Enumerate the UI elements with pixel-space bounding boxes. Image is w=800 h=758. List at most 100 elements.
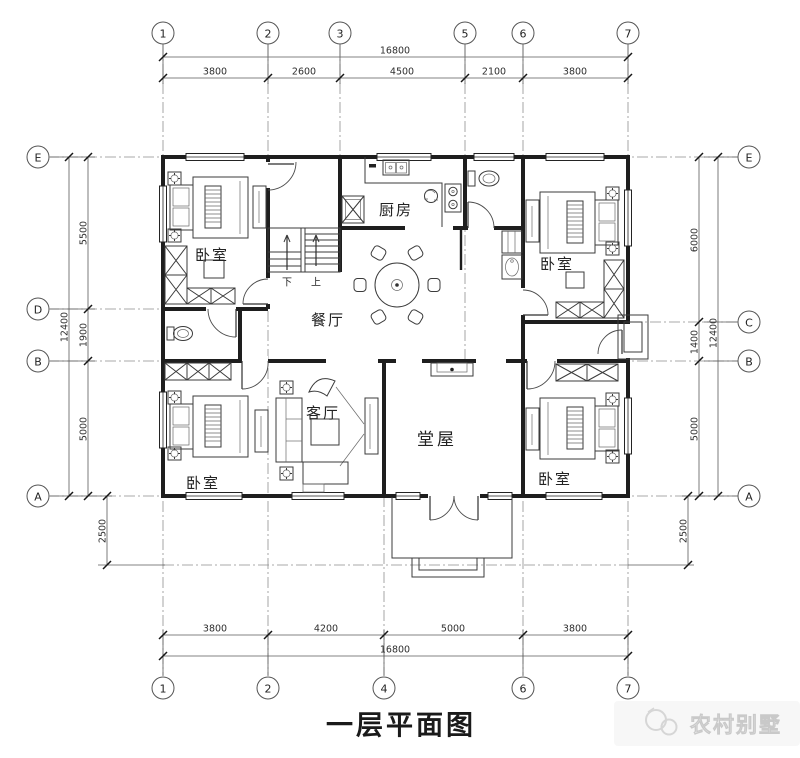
porch-steps <box>411 557 485 578</box>
toilet-icon <box>166 326 193 341</box>
dim-bottom-seg-4: 3800 <box>563 624 587 635</box>
stair-label-up: 上 <box>311 277 321 289</box>
window-icon <box>624 397 632 455</box>
wardrobe-icon <box>603 259 625 319</box>
axis-top-6: 6 <box>520 28 527 41</box>
axis-top-5: 5 <box>462 28 469 41</box>
dim-bottom-seg-3: 5000 <box>441 624 465 635</box>
axis-top-2: 2 <box>265 28 272 41</box>
nightstand-icon <box>167 171 182 186</box>
dimension-top: 16800 3800 2600 4500 2100 3800 <box>158 44 633 84</box>
doors <box>207 161 623 521</box>
room-label-kitchen: 厨房 <box>379 201 413 219</box>
room-label-dining: 餐厅 <box>311 311 345 329</box>
dim-left-seg-3: 5000 <box>79 417 90 441</box>
dim-top-total: 16800 <box>380 46 410 57</box>
double-door-icon-hall <box>429 495 479 521</box>
door-icon-bay <box>597 329 623 355</box>
dresser-icon <box>164 362 232 381</box>
axis-bubbles <box>26 21 761 700</box>
windows <box>159 153 649 500</box>
porch <box>391 497 513 578</box>
room-label-living: 客厅 <box>306 404 340 422</box>
room-label-bedroom-bl: 卧室 <box>186 474 220 492</box>
nightstand-icon <box>167 228 182 243</box>
wok-icon <box>424 189 438 203</box>
stair-arrow-up <box>312 234 320 266</box>
door-icon-bedroom-tl <box>242 278 269 305</box>
watermark: 农村别墅 <box>614 701 800 746</box>
dining-table-icon <box>374 262 420 308</box>
axis-right-B: B <box>745 356 753 369</box>
dresser-icon <box>555 301 605 319</box>
dresser-icon <box>555 363 619 382</box>
stair-label-down: 下 <box>282 278 292 289</box>
bed-icon <box>169 176 249 239</box>
altar-table-icon <box>430 362 474 377</box>
axis-left-E: E <box>35 152 42 165</box>
dimension-right: 6000 1400 5000 12400 2500 <box>628 152 738 570</box>
dim-top-seg-5: 3800 <box>563 67 587 78</box>
dim-bottom-total: 16800 <box>380 645 410 656</box>
dim-left-seg-2: 1900 <box>79 323 90 347</box>
stair-arrow-down <box>283 234 291 270</box>
axis-right-A: A <box>745 491 753 504</box>
kitchen-hood-icon <box>369 164 376 168</box>
toilet-icon <box>467 170 500 187</box>
axis-left-D: D <box>34 304 42 317</box>
stove-icon <box>444 183 462 213</box>
dim-right-seg-2: 1400 <box>690 330 701 354</box>
room-label-hall: 堂屋 <box>417 430 457 450</box>
door-icon-bedroom-tr <box>522 289 549 316</box>
tv-cabinet-icon <box>252 185 267 229</box>
window-icon <box>487 492 513 500</box>
door-icon-stairhall <box>267 161 297 191</box>
axis-right-C: C <box>745 317 753 330</box>
window-icon <box>159 391 167 449</box>
sink-icon <box>382 159 410 176</box>
dresser-icon <box>186 287 236 305</box>
nightstand-icon <box>605 392 620 407</box>
axis-right-E: E <box>746 152 753 165</box>
dim-right-total: 12400 <box>709 318 720 348</box>
table-icon <box>565 271 585 289</box>
window-icon <box>159 185 167 243</box>
watermark-text: 农村别墅 <box>689 713 782 737</box>
coffee-table-icon <box>310 418 340 446</box>
armchair-icon <box>279 466 294 481</box>
cabinet-icon <box>302 461 349 493</box>
window-icon <box>473 153 515 161</box>
flue-icon <box>341 195 365 224</box>
axis-top-7: 7 <box>625 28 632 41</box>
axis-bottom-1: 1 <box>160 683 167 696</box>
window-icon <box>545 492 603 500</box>
axis-bubble-labels: 1 2 3 5 6 7 1 2 4 6 7 E D B A E C B A <box>34 28 753 696</box>
table-icon <box>203 259 225 279</box>
door-icon-bedroom-br <box>526 360 556 390</box>
dim-top-seg-3: 4500 <box>390 67 414 78</box>
dim-right-seg-3: 5000 <box>690 417 701 441</box>
dim-left-offset: 2500 <box>98 519 109 543</box>
window-icon <box>395 492 421 500</box>
nightstand-icon <box>167 390 182 405</box>
axis-top-3: 3 <box>337 28 344 41</box>
axis-bottom-7: 7 <box>625 683 632 696</box>
page-title: 一层平面图 <box>326 711 476 742</box>
nightstand-icon <box>605 241 620 256</box>
tv-cabinet-icon <box>364 397 379 455</box>
dim-top-seg-1: 3800 <box>203 67 227 78</box>
window-icon <box>185 153 245 161</box>
axis-top-1: 1 <box>160 28 167 41</box>
dim-bottom-seg-1: 3800 <box>203 624 227 635</box>
nightstand-icon <box>605 186 620 201</box>
kitchen-counter <box>364 157 443 227</box>
room-label-bedroom-tr: 卧室 <box>540 255 574 273</box>
axis-bottom-2: 2 <box>265 683 272 696</box>
furniture <box>164 157 625 493</box>
tv-cabinet-icon <box>254 409 269 453</box>
dim-right-offset: 2500 <box>679 519 690 543</box>
dim-top-seg-2: 2600 <box>292 67 316 78</box>
tv-cabinet-icon <box>525 199 540 243</box>
